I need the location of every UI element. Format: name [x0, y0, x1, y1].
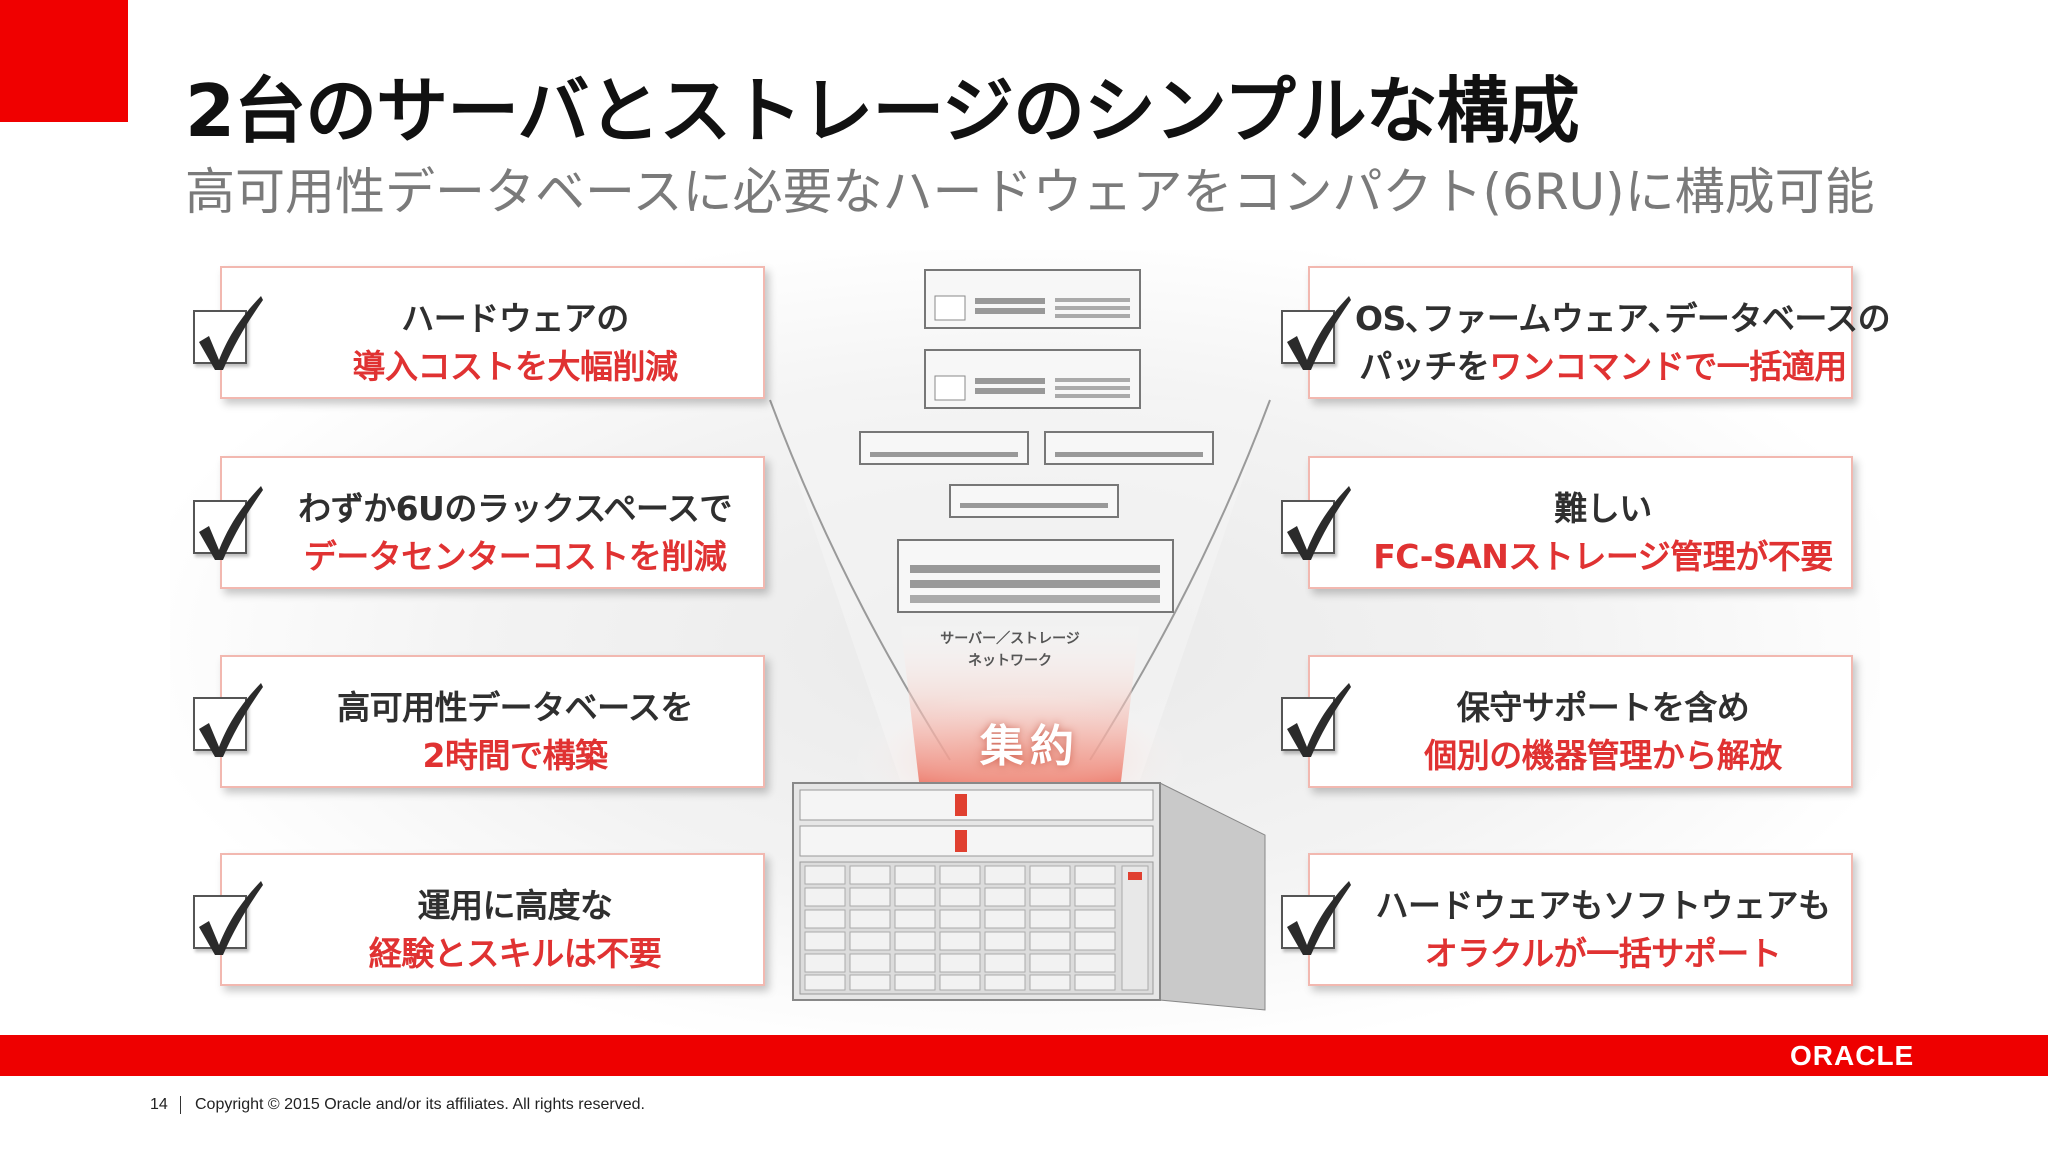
card-line1: 高可用性データベースを [337, 688, 693, 727]
slide-subtitle: 高可用性データベースに必要なハードウェアをコンパクト(6RU)に構成可能 [185, 163, 1875, 221]
card-line1: ハードウェアもソフトウェアも [1375, 886, 1832, 925]
oracle-database-appliance-icon [792, 782, 1266, 1011]
copyright-text: Copyright © 2015 Oracle and/or its affil… [195, 1096, 645, 1114]
benefit-card: ハードウェアの 導入コストを大幅削減 [220, 266, 765, 399]
card-line2: FC-SANストレージ管理が不要 [1373, 537, 1833, 576]
network-switch-icon [949, 484, 1119, 518]
benefit-card: OS､ファームウェア､データベースの パッチをワンコマンドで一括適用 [1308, 266, 1891, 399]
benefit-card: わずか6Uのラックスペースで データセンターコストを削減 [220, 456, 765, 589]
slide-title: 2台のサーバとストレージのシンプルな構成 [185, 69, 1580, 153]
card-line2: パッチをワンコマンドで一括適用 [1359, 347, 1847, 386]
footer-red-bar [0, 1035, 2048, 1076]
checkmark-icon [193, 486, 263, 560]
card-line1: 運用に高度な [417, 886, 614, 925]
checkmark-icon [1281, 881, 1351, 955]
benefit-card: 保守サポートを含め 個別の機器管理から解放 [1308, 655, 1853, 788]
checkmark-icon [1281, 296, 1351, 370]
benefit-card: 高可用性データベースを 2時間で構築 [220, 655, 765, 788]
card-line2: 経験とスキルは不要 [368, 934, 662, 973]
card-line2: オラクルが一括サポート [1424, 934, 1782, 973]
card-line2: データセンターコストを削減 [303, 537, 727, 576]
network-switch-icon [859, 431, 1029, 465]
page-number: 14 [150, 1096, 168, 1114]
card-line1: OS､ファームウェア､データベースの [1355, 299, 1891, 338]
checkmark-icon [193, 296, 263, 370]
brand-corner-block [0, 0, 128, 122]
checkmark-icon [193, 683, 263, 757]
checkmark-icon [1281, 683, 1351, 757]
benefit-card: 難しい FC-SANストレージ管理が不要 [1308, 456, 1853, 589]
card-line2: 個別の機器管理から解放 [1424, 736, 1782, 775]
checkmark-icon [193, 881, 263, 955]
card-line2: 2時間で構築 [422, 736, 608, 775]
footer-divider [180, 1096, 181, 1114]
server-2u-icon [924, 269, 1141, 329]
checkmark-icon [1281, 486, 1351, 560]
consolidate-label: 集約 [980, 721, 1080, 772]
card-line1: 難しい [1554, 489, 1652, 528]
benefit-card: 運用に高度な 経験とスキルは不要 [220, 853, 765, 986]
card-line1: 保守サポートを含め [1456, 688, 1750, 727]
card-line2: 導入コストを大幅削減 [352, 347, 679, 386]
card-line1: わずか6Uのラックスペースで [298, 489, 732, 528]
benefit-card: ハードウェアもソフトウェアも オラクルが一括サポート [1308, 853, 1853, 986]
slide-footer: 14 Copyright © 2015 Oracle and/or its aff… [150, 1096, 645, 1114]
oracle-logo: ORACLE [1790, 1040, 1915, 1071]
server-network-label: サーバー／ストレージ ネットワーク [940, 631, 1080, 669]
card-line1: ハードウェアの [401, 299, 629, 338]
network-switch-icon [1044, 431, 1214, 465]
storage-shelf-icon [897, 539, 1174, 613]
server-2u-icon [924, 349, 1141, 409]
